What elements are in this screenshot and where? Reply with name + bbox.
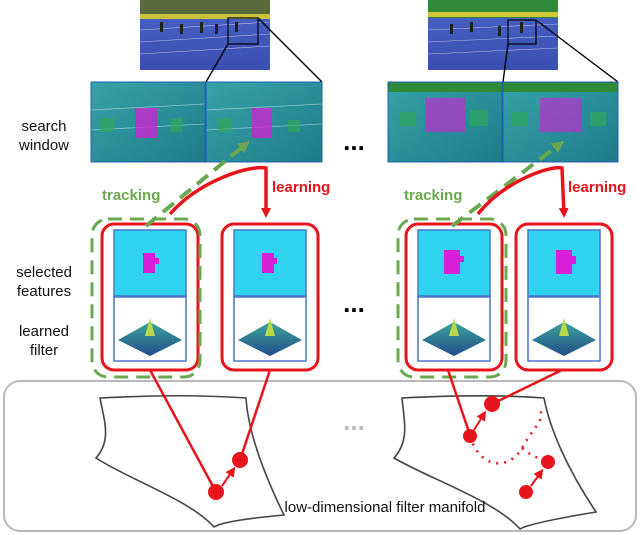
manifold-point xyxy=(208,484,224,500)
zoom-lines xyxy=(205,17,619,83)
manifold-points xyxy=(208,396,555,500)
learning-label-right: learning xyxy=(568,179,626,196)
manifold-point xyxy=(232,452,248,468)
label-filter: filter xyxy=(30,342,58,359)
label-window: window xyxy=(18,137,69,154)
search-window-left-2 xyxy=(205,81,323,163)
manifold-point xyxy=(484,396,500,412)
learning-label-left: learning xyxy=(272,179,330,196)
learning-arrow-left xyxy=(168,165,271,218)
feature-panel-right-2 xyxy=(514,222,614,372)
manifold-trajectory-tail xyxy=(521,447,549,463)
label-selected: selected xyxy=(16,264,72,281)
manifold-trajectory xyxy=(468,409,543,465)
feature-panel-left-1 xyxy=(90,217,202,379)
manifold-arrows xyxy=(221,410,544,487)
manifold-caption: low-dimensional filter manifold xyxy=(285,499,486,516)
manifold-point xyxy=(541,455,555,469)
search-window-right-1 xyxy=(387,81,503,163)
search-window-right-2 xyxy=(502,81,619,163)
feature-panel-right-1 xyxy=(396,217,508,379)
projection-lines xyxy=(148,368,563,493)
learning-arrow-right xyxy=(476,165,569,218)
manifold-right xyxy=(392,394,598,531)
tracking-label-left: tracking xyxy=(102,187,160,204)
tracking-arrow-right xyxy=(450,140,564,228)
label-learned: learned xyxy=(19,323,69,340)
ellipsis-features: ... xyxy=(343,288,365,318)
manifold-point xyxy=(519,485,533,499)
manifold-panel xyxy=(3,380,637,532)
manifold-left xyxy=(94,394,286,529)
ellipsis-manifold: ... xyxy=(343,406,365,436)
label-features: features xyxy=(17,283,71,300)
top-frame-right xyxy=(427,0,559,70)
tracking-label-right: tracking xyxy=(404,187,462,204)
label-search: search xyxy=(21,118,66,135)
ellipsis-search: ... xyxy=(343,126,365,156)
feature-panel-left-2 xyxy=(220,222,320,372)
top-frame-left xyxy=(139,0,271,70)
search-window-left-1 xyxy=(90,81,206,163)
